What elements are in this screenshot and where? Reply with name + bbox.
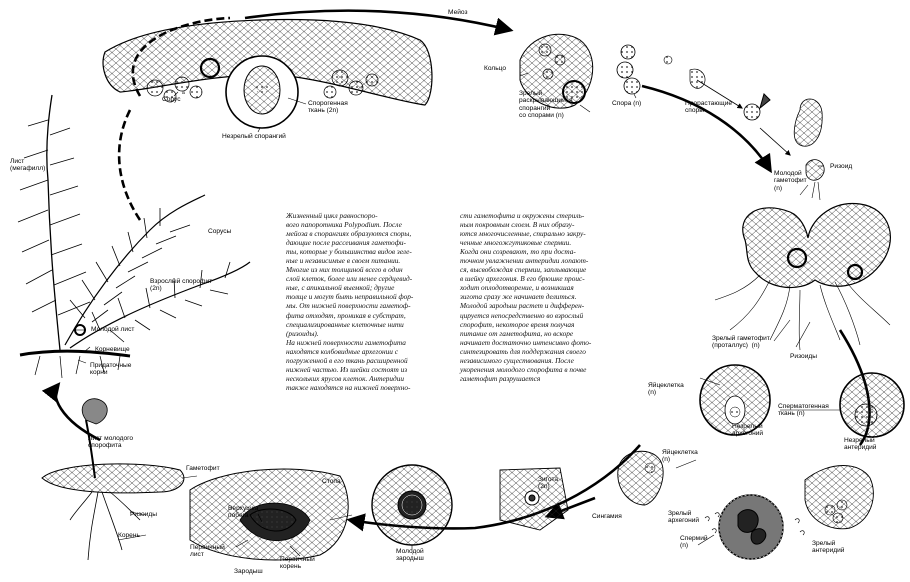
label-mature-antheridium: Зрелый антеридий	[812, 540, 845, 555]
zygote-and-embryo	[189, 464, 569, 561]
label-egg-cell-lower: Яйцеклетка (n)	[662, 449, 698, 464]
young-sporophyte-drawing	[41, 398, 185, 561]
label-young-gametophyte: Молодой гаметофит (n)	[774, 170, 807, 192]
caption-right-column: сти гаметофита и окружены стериль- ным п…	[460, 211, 592, 383]
label-young-leaf: Молодой лист	[91, 326, 135, 333]
label-spermatogenous-tissue: Сперматогенная ткань (n)	[778, 403, 829, 418]
caption-left-column: Жизненный цикл равноспоро- вого папоротн…	[286, 211, 414, 392]
leader-lines	[76, 72, 840, 557]
label-sorus: Сорус	[162, 96, 181, 103]
label-root: Корень	[118, 532, 140, 539]
label-mature-archegonium: Зрелый архегоний	[668, 510, 700, 525]
label-gametophyte: Гаметофит	[186, 465, 220, 472]
label-leaf: Лист (мегафилл)	[10, 158, 46, 173]
label-mature-sporangium: Зрелый раскрывающийся спорангий со спора…	[519, 90, 573, 120]
label-rhizome: Корневище	[95, 346, 130, 353]
label-sori: Сорусы	[208, 228, 232, 235]
leaf-cross-section	[102, 18, 433, 129]
label-sorus-mark: a	[182, 90, 185, 96]
label-embryo: Зародыш	[234, 568, 263, 575]
label-germinating-spores: Прорастающие споры	[685, 100, 733, 115]
label-syngamy: Сингамия	[592, 513, 622, 520]
label-sporogenous-tissue: Спорогенная ткань (2n)	[308, 100, 348, 115]
label-immature-archegonium: Незрелый архегоний	[732, 423, 764, 438]
label-primary-root: Первичный корень	[280, 556, 315, 571]
label-immature-antheridium: Незрелый антеридий	[844, 437, 877, 452]
label-meiosis: Мейоз	[448, 9, 468, 16]
adult-sporophyte-drawing	[17, 94, 251, 379]
label-young-sporophyte-leaf: Лист молодого спорофита	[88, 435, 134, 450]
label-rhizoids-left: Ризоиды	[130, 511, 157, 518]
label-immature-sporangium: Незрелый спорангий	[222, 133, 286, 140]
mature-gametophyte-drawing	[714, 202, 891, 351]
label-rhizoid: Ризоид	[830, 163, 853, 170]
label-rhizoids-right: Ризоиды	[790, 353, 817, 360]
immature-archegonium-inset	[699, 364, 771, 436]
label-egg-cell-upper: Яйцеклетка (n)	[648, 382, 684, 397]
label-spore: Спора (n)	[612, 100, 642, 107]
label-adult-sporophyte: Взрослый спорофит (2n)	[150, 278, 213, 293]
label-young-embryo: Молодой зародыш	[396, 548, 424, 563]
label-primary-leaf: Первичный лист	[190, 544, 225, 559]
fertilization-drawings	[617, 450, 874, 560]
label-sperm: Спермий (n)	[680, 535, 708, 550]
label-mature-gametophyte: Зрелый гаметофит (проталлус) (n)	[712, 335, 770, 350]
label-adventitious-roots: Придаточные корни	[90, 362, 132, 377]
label-zygote: Зигота (2n)	[538, 476, 559, 491]
sporangium-and-spores	[519, 33, 825, 201]
label-ring: Кольцо	[484, 65, 507, 72]
immature-antheridium-inset	[839, 372, 905, 438]
label-apex: Верхушка побега	[228, 505, 259, 520]
label-foot: Стопа	[322, 478, 341, 485]
